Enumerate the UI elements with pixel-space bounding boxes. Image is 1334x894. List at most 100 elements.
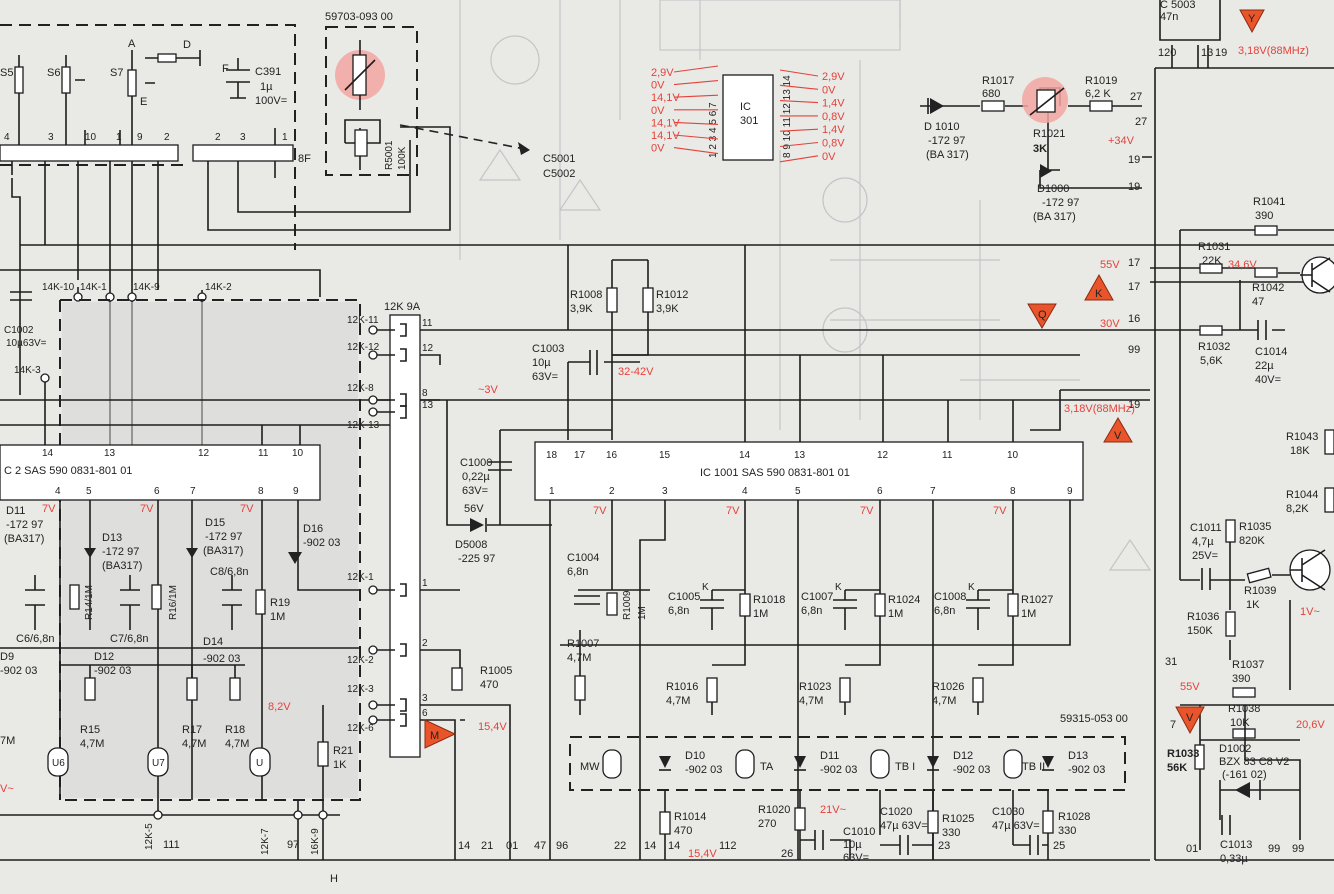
pin-a-label: A [128,38,136,50]
stage-capacitor [700,589,745,630]
connector-terminal [368,407,378,417]
r1033-value: 56K [1167,762,1187,774]
r16-label: R16/1M [168,585,179,620]
ic1001-pin: 5 [795,486,801,497]
right-pin: 19 [1215,47,1227,59]
voltage-7: 7V [726,505,740,517]
r1025-value: 330 [942,827,960,839]
tuner-coil [1003,749,1023,779]
c1020-value: 47µ 63V= [880,820,928,832]
ic2-pin: 14 [42,448,54,459]
stage-capacitor [966,589,1013,630]
c5003-label: C 5003 [1160,0,1195,11]
c1010-value: 10µ [843,839,862,851]
tuner-diode-label: D10 [685,750,705,762]
connector-contact [377,323,407,337]
r1024-label: R1024 [888,594,920,606]
connector-contact [377,698,407,712]
bottom-terminal: 01 [1186,843,1198,855]
voltage-34-6: 34,6V [1228,259,1257,271]
marker-v [1103,417,1133,443]
r16-resistor [151,584,162,610]
c1014-value: 22µ [1255,360,1274,372]
bottom-components: R1014 470 15,4V R1020 270 21V~ C1010 10µ… [0,790,1150,864]
voltage-7: 7V [993,505,1007,517]
r1023-value: 4,7M [799,695,823,707]
voltage-7: 7V [593,505,607,517]
voltage-15-4b: 15,4V [688,848,717,860]
r1023-resistor [839,677,851,703]
pin-k-label: K [968,582,975,593]
c391-label: C391 [255,66,281,78]
ic1001-pin: 16 [606,450,618,461]
voltage-arrow [779,141,819,148]
u-label: U [256,758,263,769]
ic2-label: C 2 SAS 590 0831-801 01 [4,465,132,477]
connector-contact [377,583,407,597]
tuner-diode-code: -902 03 [1068,764,1105,776]
r5001-module: 59703-093 00 R5001 100K C5001 C5002 [325,11,575,180]
r1025-label: R1025 [942,813,974,825]
r5001-label: R5001 [384,140,395,170]
ic301-pin-voltage: 0V [651,80,665,92]
marker-k-text: K [1095,288,1103,300]
s6-label: S6 [47,67,60,79]
r1035-resistor [1225,519,1236,543]
voltage-arrow [673,80,719,86]
marker-q-text: Q [1038,309,1047,321]
d1002-label: D1002 [1219,743,1251,755]
r19-resistor [255,589,266,615]
bottom-terminal: 99 [1292,843,1304,855]
r1044-value: 8,2K [1286,503,1309,515]
r1014-resistor [659,811,671,835]
r1033-resistor [1194,744,1205,770]
r1021-label: R1021 [1033,128,1065,140]
r1027-resistor [1007,593,1019,617]
r1024-resistor [874,593,886,617]
connector-pin: 11 [422,318,433,329]
c1011-voltage: 25V= [1192,550,1218,562]
connector-terminal [368,325,378,335]
bottom-terminal: 14 [668,840,680,852]
connector-label: 12K-12 [347,342,380,353]
connector-terminal [368,700,378,710]
r1033-label: R1033 [1167,748,1199,760]
r17-value: 4,7M [182,738,206,750]
u6-label: U6 [52,758,65,769]
r1009-resistor [606,592,618,616]
left-connectors: 14K-10 14K-1 14K-9 14K-2 14K-3 C1002 10µ… [0,269,440,801]
c1002-value: 10µ63V= [6,338,47,349]
ic2-pin: 8 [258,486,264,497]
connector-label: 12K-7 [260,828,271,855]
u-switch [249,747,271,777]
ic1001-pin: 9 [1067,486,1073,497]
r1042-value: 47 [1252,296,1264,308]
r18-value: 4,7M [225,738,249,750]
voltage-tilde: V~ [0,783,14,795]
ic301: IC 301 1 2 3 4 5 6 7 8 9 10 11 12 13 14 … [651,65,845,163]
right-pin: 27 [1135,116,1147,128]
voltage-arrow [779,128,819,132]
r1043-value: 18K [1290,445,1310,457]
c1004-label: C1004 [567,552,599,564]
pin-e-label: E [140,96,147,108]
r1036-label: R1036 [1187,611,1219,623]
ic1001-pin: 14 [739,450,751,461]
tuner-diode-label: D11 [820,750,839,762]
block-pin: 1 [282,132,288,143]
d1000-type: (BA 317) [1033,211,1076,223]
d9-code: -902 03 [0,665,37,677]
r14-label: R14/1M [84,585,95,620]
voltage-arrow [779,100,819,104]
resistor-d [157,53,177,63]
r1018-value: 1M [753,608,768,620]
r1041-resistor [1254,225,1278,236]
marker-q [1027,303,1057,329]
voltage-8-2: 8,2V [268,701,291,713]
marker-m [424,719,457,749]
d1002-symbol [1235,782,1250,798]
voltage-arrow [779,69,819,77]
